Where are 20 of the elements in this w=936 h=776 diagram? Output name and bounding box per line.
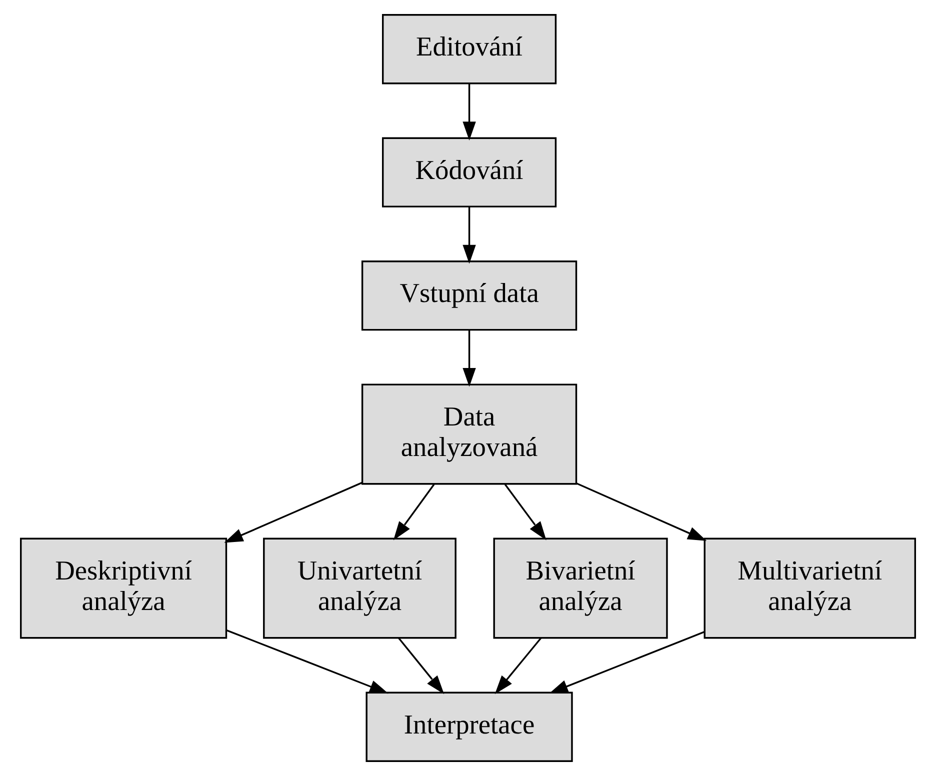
node-box: Interpretace	[366, 692, 573, 762]
node-box: Deskriptivní analýza	[20, 538, 228, 639]
node-box: Univartetní analýza	[263, 538, 456, 639]
arrow	[226, 629, 388, 694]
node-box: Editování	[382, 14, 557, 84]
arrow	[549, 631, 705, 694]
arrow	[494, 637, 542, 694]
arrow	[224, 482, 363, 543]
node-box: Bivarietní analýza	[493, 538, 668, 639]
arrow	[462, 330, 476, 387]
node-box: Data analyzovaná	[361, 384, 578, 485]
node-box: Vstupní data	[361, 260, 578, 331]
node-box: Kódování	[382, 137, 557, 208]
arrow	[576, 482, 707, 541]
node-box: Multivarietní analýza	[704, 538, 916, 639]
arrow	[398, 637, 444, 694]
arrow	[462, 206, 476, 264]
arrow	[393, 484, 435, 540]
arrow	[462, 84, 476, 141]
arrow	[504, 484, 546, 540]
